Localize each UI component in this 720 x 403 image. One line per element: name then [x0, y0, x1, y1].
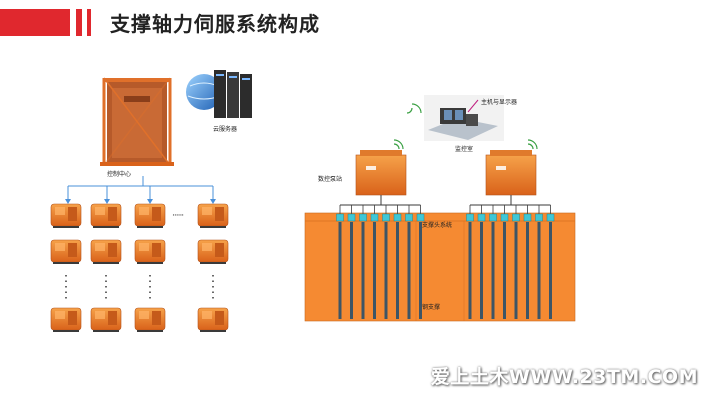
jack-box — [535, 213, 543, 222]
pump-unit-icon — [197, 203, 229, 228]
steel-rod — [491, 222, 495, 319]
steel-rod — [419, 222, 422, 319]
pump-station-left — [355, 150, 407, 205]
jack-box — [336, 213, 344, 222]
pump-unit-icon — [90, 239, 122, 264]
pump-unit-grid — [50, 203, 229, 332]
jack-box — [405, 213, 413, 222]
watermark: 爱上土木WWW.23TM.COM — [430, 366, 698, 388]
steel-rod — [361, 222, 365, 319]
steel-rod — [350, 222, 353, 319]
cloud-server-label: 云服务器 — [213, 126, 238, 133]
pump-unit-icon — [197, 307, 229, 332]
cloud-server-icon — [186, 70, 252, 118]
steel-support-rods — [338, 222, 552, 319]
vertical-ellipsis — [65, 275, 214, 302]
steel-rod — [468, 222, 472, 319]
control-tree-lines — [67, 176, 214, 200]
jack-box — [512, 213, 520, 222]
jack-box — [359, 213, 367, 222]
jack-box — [477, 213, 486, 222]
pump-unit-icon — [134, 307, 166, 332]
horizontal-ellipsis: ······ — [172, 211, 184, 221]
steel-support-label: 钢支撑 — [422, 304, 441, 311]
jack-box — [489, 213, 497, 222]
pump-unit-icon — [50, 203, 82, 228]
pump-unit-icon — [197, 239, 229, 264]
steel-rod — [514, 222, 518, 319]
pump-unit-icon — [134, 239, 166, 264]
jack-box — [500, 213, 509, 222]
steel-rod — [338, 222, 342, 319]
header-red-stripe-2 — [87, 9, 91, 36]
jack-box — [546, 213, 555, 222]
pump-unit-icon — [90, 307, 122, 332]
pump-unit-icon — [50, 239, 82, 264]
monitor-room-label: 监控室 — [455, 146, 474, 153]
steel-rod — [396, 222, 399, 319]
pump-unit-icon — [90, 203, 122, 228]
steel-rod — [407, 222, 411, 319]
pump-station-label: 数控泵站 — [318, 176, 343, 183]
pump-unit-icon — [50, 307, 82, 332]
jack-box — [416, 213, 425, 222]
steel-rod — [373, 222, 376, 319]
page-title: 支撑轴力伺服系统构成 — [110, 12, 320, 36]
jack-manifolds — [336, 204, 555, 222]
jack-box — [466, 213, 474, 222]
pump-station-right — [485, 150, 537, 205]
steel-rod — [480, 222, 483, 319]
control-center-label: 控制中心 — [107, 171, 132, 178]
header-red-bar — [0, 9, 70, 36]
pump-unit-icon — [134, 203, 166, 228]
jack-box — [393, 213, 402, 222]
jack-box — [523, 213, 532, 222]
host-monitor-label: 主机与显示器 — [481, 99, 518, 106]
steel-rod — [384, 222, 388, 319]
jack-box — [347, 213, 356, 222]
wifi-icon — [393, 103, 538, 150]
steel-rod — [537, 222, 541, 319]
control-cabinet — [100, 77, 174, 166]
monitor-room-illustration — [424, 95, 504, 141]
steel-rod — [503, 222, 506, 319]
header-red-stripe-1 — [76, 9, 82, 36]
steel-rod — [526, 222, 529, 319]
jack-system-label: 支撑头系统 — [422, 222, 453, 229]
steel-rod — [549, 222, 552, 319]
jack-box — [370, 213, 379, 222]
arrow-heads — [65, 199, 216, 204]
jack-box — [382, 213, 390, 222]
